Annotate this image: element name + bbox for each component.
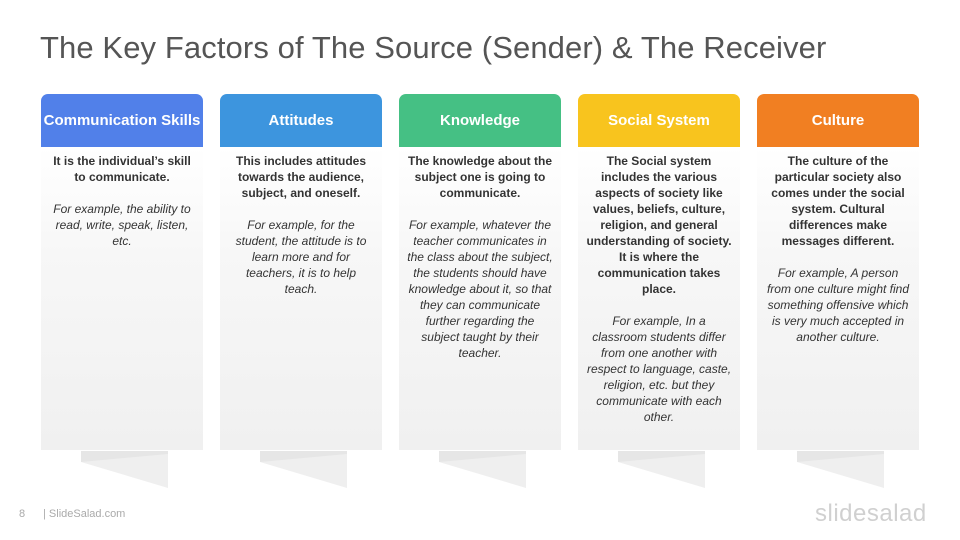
card-description: The knowledge about the subject one is g… [407,154,552,200]
card-example: For example, whatever the teacher commun… [407,218,553,360]
factor-card-knowledge: Knowledge The knowledge about the subjec… [399,94,561,450]
card-example: For example, the ability to read, write,… [53,202,191,248]
factor-card-communication-skills: Communication Skills It is the individua… [41,94,203,450]
card-description: It is the individual’s skill to communic… [53,154,191,184]
card-example: For example, for the student, the attitu… [235,218,367,296]
card-header: Knowledge [399,94,561,147]
slidesalad-logo: slidesalad [815,500,927,527]
card-description: The culture of the particular society al… [771,154,905,248]
footer-site-link: | SlideSalad.com [43,508,126,520]
card-body: The knowledge about the subject one is g… [399,147,561,450]
card-header: Culture [757,94,919,147]
factor-card-culture: Culture The culture of the particular so… [757,94,919,450]
card-body: It is the individual’s skill to communic… [41,147,203,450]
card-body: The Social system includes the various a… [578,147,740,450]
factor-card-social-system: Social System The Social system includes… [578,94,740,450]
card-example: For example, In a classroom students dif… [586,314,732,424]
factor-card-attitudes: Attitudes This includes attitudes toward… [220,94,382,450]
card-header: Social System [578,94,740,147]
card-example: For example, A person from one culture m… [766,266,910,344]
card-header: Communication Skills [41,94,203,147]
card-description: This includes attitudes towards the audi… [235,154,367,200]
card-body: The culture of the particular society al… [757,147,919,450]
card-body: This includes attitudes towards the audi… [220,147,382,450]
slide-title: The Key Factors of The Source (Sender) &… [40,30,827,65]
page-number: 8 [19,508,26,520]
card-header: Attitudes [220,94,382,147]
card-description: The Social system includes the various a… [586,154,732,296]
